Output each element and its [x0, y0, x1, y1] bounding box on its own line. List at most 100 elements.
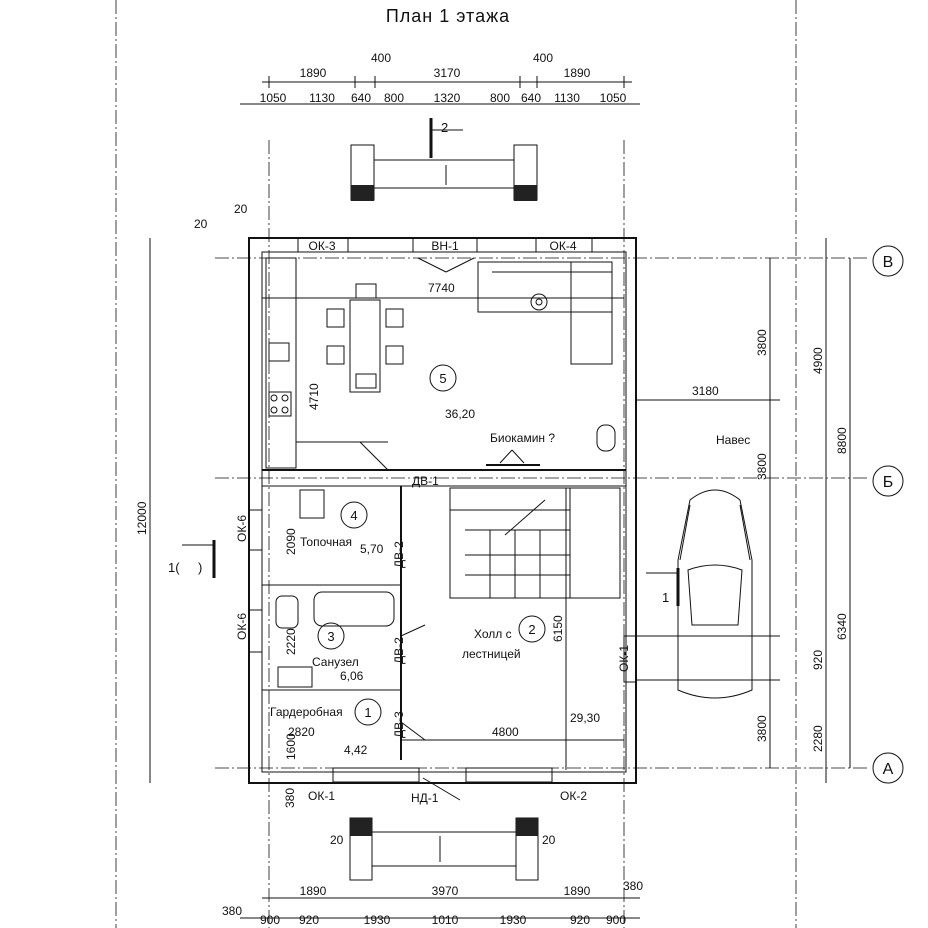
dim-top-400-right: 400 [533, 51, 553, 65]
svg-text:900: 900 [260, 913, 280, 927]
svg-text:380: 380 [222, 904, 242, 918]
left-dimensions: 12000 20 20 380 380 [135, 202, 297, 918]
section-mark-2: 2 [429, 118, 463, 158]
car-icon [677, 489, 753, 699]
room-3: 3 Санузел 6,06 2220 [284, 622, 364, 683]
carport: Навес 3180 [636, 384, 780, 681]
svg-text:2820: 2820 [288, 725, 315, 739]
room-1-name: Гардеробная [270, 705, 343, 719]
svg-text:20: 20 [542, 833, 556, 847]
opening-ok2: ОК-2 [560, 789, 587, 803]
svg-text:380: 380 [283, 788, 297, 808]
svg-text:2220: 2220 [284, 628, 298, 655]
room-2-name-1: Холл с [474, 627, 512, 641]
svg-text:640: 640 [521, 91, 541, 105]
svg-text:1010: 1010 [432, 913, 459, 927]
dim-top-1890-left: 1890 [300, 66, 327, 80]
svg-text:1: 1 [364, 705, 371, 720]
bottom-dimension-chain-2: 900 920 1930 1010 1930 920 900 [240, 913, 640, 927]
svg-text:3180: 3180 [692, 384, 719, 398]
biofireplace-label: Биокамин ? [490, 431, 555, 445]
door-dv1: ДВ-1 [412, 474, 439, 488]
svg-text:920: 920 [811, 650, 825, 670]
axis-label-b: Б [883, 474, 894, 491]
section-mark-1-left: 1( ) [168, 540, 216, 578]
svg-text:4800: 4800 [492, 725, 519, 739]
svg-text:2: 2 [528, 622, 535, 637]
dim-overall-12000: 12000 [135, 501, 149, 535]
top-wall-openings: ОК-3 ВН-1 ОК-4 [297, 237, 593, 273]
right-wall-opening: ОК-1 [617, 635, 637, 683]
room-5-width: 7740 [428, 281, 455, 295]
boundary-lines [115, 0, 797, 928]
opening-ok1-bottom: ОК-1 [308, 789, 335, 803]
section-mark-1-right: 1 [646, 568, 680, 606]
svg-text:20: 20 [194, 217, 208, 231]
axis-marker-v: В [872, 245, 904, 277]
top-dimension-chain-2: 1050 1130 640 800 1320 800 640 1130 1050 [240, 91, 640, 105]
svg-text:4900: 4900 [811, 347, 825, 374]
svg-text:1930: 1930 [364, 913, 391, 927]
svg-text:20: 20 [330, 833, 344, 847]
opening-ok6-upper: ОК-6 [235, 515, 249, 542]
axis-marker-a: А [872, 752, 904, 784]
left-wall-openings: ОК-6 ОК-6 [235, 509, 263, 653]
svg-text:3970: 3970 [432, 884, 459, 898]
top-dimension-chain-1: 1890 400 3170 400 1890 [262, 51, 632, 88]
svg-text:1130: 1130 [309, 91, 335, 105]
axis-lines [215, 140, 870, 928]
svg-text:2090: 2090 [284, 528, 298, 555]
svg-text:): ) [198, 560, 202, 575]
svg-text:1130: 1130 [554, 91, 580, 105]
svg-text:920: 920 [299, 913, 319, 927]
svg-text:8800: 8800 [835, 427, 849, 454]
bathroom-fixtures [275, 489, 395, 688]
opening-ok3: ОК-3 [309, 239, 336, 253]
biofireplace: Биокамин ? [486, 424, 616, 466]
svg-text:1050: 1050 [600, 91, 627, 105]
building-walls [248, 237, 637, 784]
svg-text:800: 800 [490, 91, 510, 105]
svg-text:6340: 6340 [835, 613, 849, 640]
svg-text:380: 380 [623, 879, 643, 893]
dining-table [326, 283, 404, 393]
door-dv2-upper: ДВ-2 [392, 541, 406, 568]
svg-text:1890: 1890 [564, 884, 591, 898]
svg-text:1: 1 [662, 590, 669, 605]
room-5-area: 36,20 [445, 407, 475, 421]
svg-text:2280: 2280 [811, 725, 825, 752]
staircase [449, 487, 621, 599]
bottom-wall-openings: ОК-1 НД-1 ОК-2 [308, 767, 587, 805]
carport-label: Навес [716, 433, 750, 447]
bottom-dimension-chain-1: 1890 3970 1890 380 [262, 879, 643, 899]
svg-text:1050: 1050 [260, 91, 287, 105]
room-5: 5 36,20 7740 4710 [262, 281, 624, 421]
svg-text:1320: 1320 [434, 91, 461, 105]
svg-text:3: 3 [327, 629, 334, 644]
top-porch [350, 144, 538, 201]
axis-label-v: В [883, 254, 894, 271]
room-5-depth: 4710 [307, 383, 321, 410]
axis-label-a: А [883, 761, 894, 778]
svg-text:800: 800 [384, 91, 404, 105]
svg-text:1600: 1600 [284, 733, 298, 760]
svg-text:3800: 3800 [755, 329, 769, 356]
svg-text:1890: 1890 [300, 884, 327, 898]
axis-marker-b: Б [872, 465, 904, 497]
svg-text:920: 920 [570, 913, 590, 927]
svg-text:1930: 1930 [500, 913, 527, 927]
svg-text:20: 20 [234, 202, 248, 216]
opening-vn1: ВН-1 [431, 239, 459, 253]
dim-top-1890-right: 1890 [564, 66, 591, 80]
opening-ok1-right: ОК-1 [617, 645, 631, 672]
kitchen-counter [265, 257, 389, 471]
room-3-name: Санузел [312, 655, 359, 669]
interior-doors: ДВ-1 ДВ-2 ДВ-2 ДВ-3 [392, 474, 439, 741]
svg-text:1(: 1( [168, 560, 180, 575]
door-dv2-lower: ДВ-2 [392, 637, 406, 664]
svg-text:6150: 6150 [551, 615, 565, 642]
plan-title: План 1 этажа [386, 6, 510, 26]
room-3-area: 6,06 [340, 669, 364, 683]
room-1-area: 4,42 [344, 743, 368, 757]
